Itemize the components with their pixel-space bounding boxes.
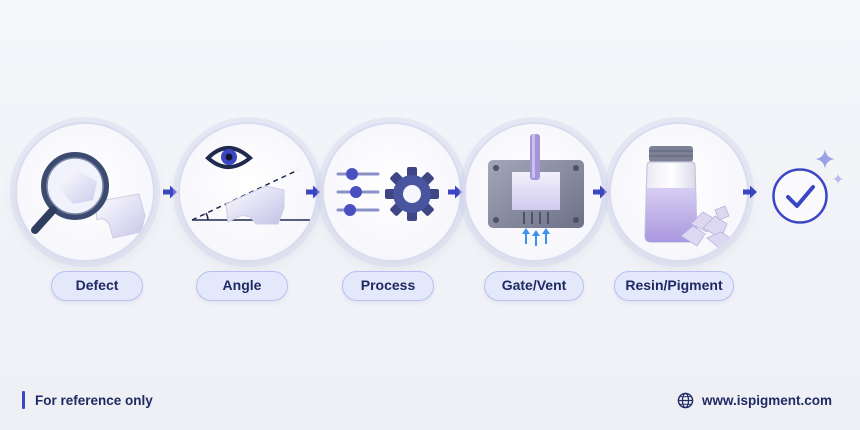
eye-angle-icon [191, 146, 310, 225]
mold-injection-icon [488, 134, 584, 246]
label-angle: Angle [196, 271, 288, 301]
sparkle-icon [832, 173, 844, 185]
label-defect: Defect [51, 271, 143, 301]
sparkle-icon [815, 149, 835, 169]
pigment-jar-icon [644, 146, 734, 249]
arrow-right-icon [163, 185, 177, 199]
footer-site-link[interactable]: www.ispigment.com [701, 392, 832, 408]
angle-circle [178, 122, 318, 262]
arrow-right-icon [593, 185, 607, 199]
label-process: Process [342, 271, 434, 301]
defect-circle [15, 122, 155, 262]
sliders-gear-icon [336, 167, 439, 221]
checkmark-circle-icon [772, 168, 828, 224]
globe-icon [677, 392, 694, 408]
label-resin-pigment: Resin/Pigment [614, 271, 734, 301]
footer-note: For reference only [22, 390, 153, 410]
footer-accent-bar [22, 391, 25, 409]
arrow-right-icon [448, 185, 462, 199]
footer-note-text: For reference only [35, 392, 153, 408]
gate-vent-circle [464, 122, 604, 262]
process-circle [322, 122, 462, 262]
arrow-right-icon [743, 185, 757, 199]
arrow-right-icon [306, 185, 320, 199]
resin-pigment-circle [609, 122, 749, 262]
label-gate-vent: Gate/Vent [484, 271, 584, 301]
footer-site[interactable]: www.ispigment.com [677, 390, 832, 410]
magnifier-icon [31, 152, 146, 239]
